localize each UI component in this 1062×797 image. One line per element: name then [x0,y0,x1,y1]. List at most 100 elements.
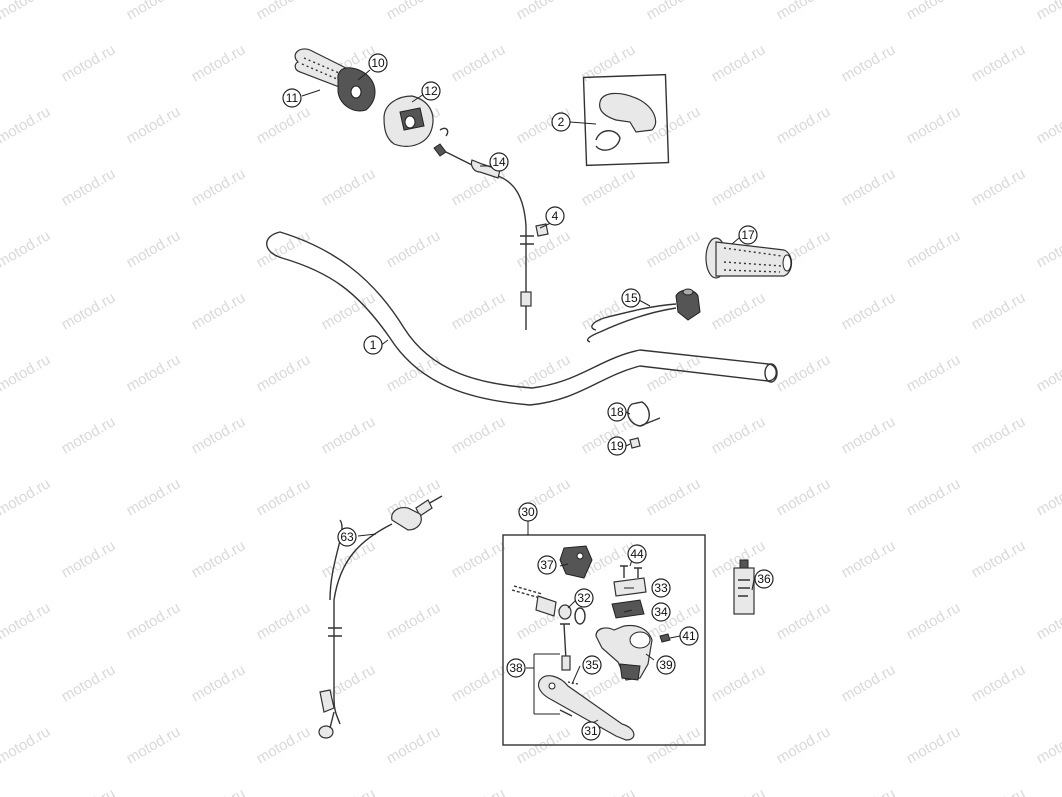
watermark-text: motod.ru [709,289,769,333]
watermark-text: motod.ru [904,599,964,643]
callout-label: 2 [558,115,565,129]
watermark-text: motod.ru [514,0,574,23]
callout-label: 1 [370,338,377,352]
watermark-text: motod.ru [124,227,184,271]
watermark-text: motod.ru [59,661,119,705]
watermark-text: motod.ru [839,785,899,797]
watermark-text: motod.ru [0,227,53,271]
watermark-text: motod.ru [969,289,1029,333]
watermark-text: motod.ru [59,785,119,797]
callout-label: 14 [492,155,506,169]
watermark-text: motod.ru [0,103,53,147]
watermark-text: motod.ru [59,537,119,581]
watermark-text: motod.ru [254,351,314,395]
watermark-text: motod.ru [969,413,1029,457]
watermark-text: motod.ru [644,227,704,271]
watermark-text: motod.ru [189,661,249,705]
watermark-text: motod.ru [839,661,899,705]
watermark-text: motod.ru [904,351,964,395]
watermark-text: motod.ru [254,103,314,147]
callout-label: 38 [509,661,523,675]
callout-label: 39 [659,658,673,672]
watermark-text: motod.ru [189,785,249,797]
watermark-text: motod.ru [254,723,314,767]
watermark-text: motod.ru [774,475,834,519]
watermark-text: motod.ru [384,599,444,643]
callout-17: 17 [738,225,758,245]
hydraulic-fluid-bottle [733,559,755,615]
switch-bracket [582,73,670,167]
watermark-text: motod.ru [644,475,704,519]
watermark-text: motod.ru [449,537,509,581]
watermark-text: motod.ru [189,413,249,457]
watermark-text: motod.ru [774,0,834,23]
watermark-text: motod.ru [384,723,444,767]
callout-1: 1 [363,335,383,355]
callout-label: 37 [540,558,554,572]
callout-12: 12 [421,81,441,101]
watermark-text: motod.ru [644,0,704,23]
callout-label: 41 [682,629,696,643]
watermark-text: motod.ru [904,475,964,519]
watermark-text: motod.ru [774,351,834,395]
watermark-text: motod.ru [1034,599,1062,643]
watermark-text: motod.ru [0,475,53,519]
left-grip [705,237,793,279]
watermark-text: motod.ru [449,289,509,333]
watermark-text: motod.ru [254,475,314,519]
callout-label: 35 [585,658,599,672]
callout-2: 2 [551,112,571,132]
watermark-text: motod.ru [709,41,769,85]
callout-label: 32 [577,591,591,605]
watermark-text: motod.ru [774,103,834,147]
callout-34: 34 [651,602,671,622]
callout-label: 36 [757,572,771,586]
watermark-text: motod.ru [904,103,964,147]
watermark-text: motod.ru [579,165,639,209]
callout-15: 15 [621,288,641,308]
clutch-master-assembly [502,520,706,746]
watermark-text: motod.ru [254,599,314,643]
callout-label: 11 [286,91,299,105]
watermark-text: motod.ru [969,165,1029,209]
callout-label: 30 [521,505,535,519]
callout-44: 44 [627,544,647,564]
callout-39: 39 [656,655,676,675]
watermark-text: motod.ru [969,537,1029,581]
callout-19: 19 [607,436,627,456]
throttle-housing [383,95,449,147]
watermark-text: motod.ru [839,41,899,85]
callout-30: 30 [518,502,538,522]
watermark-text: motod.ru [319,165,379,209]
watermark-text: motod.ru [969,41,1029,85]
watermark-text: motod.ru [59,413,119,457]
callout-11: 11 [282,88,302,108]
watermark-text: motod.ru [384,227,444,271]
callout-38: 38 [506,658,526,678]
callout-31: 31 [581,721,601,741]
watermark-text: motod.ru [1034,103,1062,147]
watermark-text: motod.ru [189,41,249,85]
callout-label: 44 [630,547,644,561]
watermark-text: motod.ru [59,165,119,209]
throttle-grip [294,48,376,112]
watermark-text: motod.ru [384,351,444,395]
callout-leaders [301,69,755,729]
watermark-text: motod.ru [189,289,249,333]
watermark-text: motod.ru [189,537,249,581]
watermark-text: motod.ru [969,785,1029,797]
watermark-text: motod.ru [709,661,769,705]
watermark-text: motod.ru [904,227,964,271]
watermark-text: motod.ru [579,41,639,85]
cable-tie [627,401,661,427]
watermark-text: motod.ru [189,165,249,209]
watermark-text: motod.ru [449,785,509,797]
watermark-text: motod.ru [969,661,1029,705]
callout-label: 12 [424,84,438,98]
callout-label: 31 [584,724,598,738]
watermark-text: motod.ru [124,351,184,395]
watermark-text: motod.ru [514,351,574,395]
callout-14: 14 [489,152,509,172]
watermark-text: motod.ru [644,351,704,395]
callout-label: 63 [340,530,354,544]
